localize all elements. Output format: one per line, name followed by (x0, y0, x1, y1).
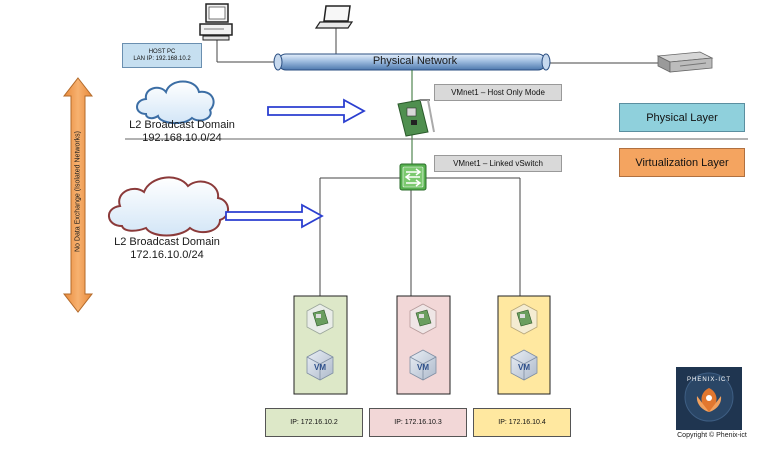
physical-network-pipe (273, 53, 551, 71)
physical-network-label: Physical Network (372, 55, 458, 67)
isolation-label: No Data Exchange (Isolated Networks) (74, 131, 82, 252)
virtual-domain-title: L2 Broadcast Domain (114, 236, 220, 248)
cloud-physical-domain (136, 80, 215, 124)
physical-nic-icon (397, 99, 435, 137)
vm-cube-label: VM (314, 363, 326, 372)
vnic-icon (510, 303, 538, 335)
vm-links (319, 177, 521, 296)
host-pc-info-box: HOST PC LAN IP: 192.168.10.2 (122, 43, 202, 68)
cloud-virtual-domain (108, 176, 229, 237)
vm-ip-box-2: IP: 172.16.10.3 (369, 408, 467, 437)
vm-ip-box-1: IP: 172.16.10.2 (265, 408, 363, 437)
physical-domain-label: L2 Broadcast Domain 192.168.10.0/24 (128, 119, 236, 144)
vswitch-icon (399, 163, 427, 191)
laptop-icon (314, 5, 354, 29)
host-pc-link (216, 38, 278, 63)
host-pc-title: HOST PC (148, 48, 176, 55)
isolation-double-arrow (62, 77, 94, 313)
vmnet-vswitch-box: VMnet1 – Linked vSwitch (434, 155, 562, 172)
physical-domain-title: L2 Broadcast Domain (129, 119, 235, 131)
virtualization-layer-box: Virtualization Layer (619, 148, 745, 177)
vm-cube-label: VM (417, 363, 429, 372)
copyright-text: Copyright © Phenix-ict (677, 432, 747, 439)
vm-cube-icon (306, 349, 334, 381)
arrow-to-physical-nic (267, 98, 366, 124)
vnic-icon (409, 303, 437, 335)
virtual-domain-subnet: 172.16.10.0/24 (130, 248, 204, 261)
logo-text: PHENIX-ICT (687, 377, 731, 383)
vm-ip-box-3: IP: 172.16.10.4 (473, 408, 571, 437)
phenix-logo (676, 367, 742, 430)
host-pc-lan-ip: LAN IP: 192.168.10.2 (133, 55, 191, 62)
physical-domain-subnet: 192.168.10.0/24 (142, 131, 222, 144)
vnic-icon (306, 303, 334, 335)
vm-icons (306, 303, 538, 381)
vmnet-host-only-box: VMnet1 – Host Only Mode (434, 84, 562, 101)
vm-cube-icon (409, 349, 437, 381)
virtual-domain-label: L2 Broadcast Domain 172.16.10.0/24 (113, 236, 221, 261)
vm-cube-label: VM (518, 363, 530, 372)
host-pc-icon (199, 3, 233, 41)
router-icon (656, 51, 714, 73)
arrow-to-vswitch (225, 203, 324, 229)
physical-layer-box: Physical Layer (619, 103, 745, 132)
vm-cube-icon (510, 349, 538, 381)
